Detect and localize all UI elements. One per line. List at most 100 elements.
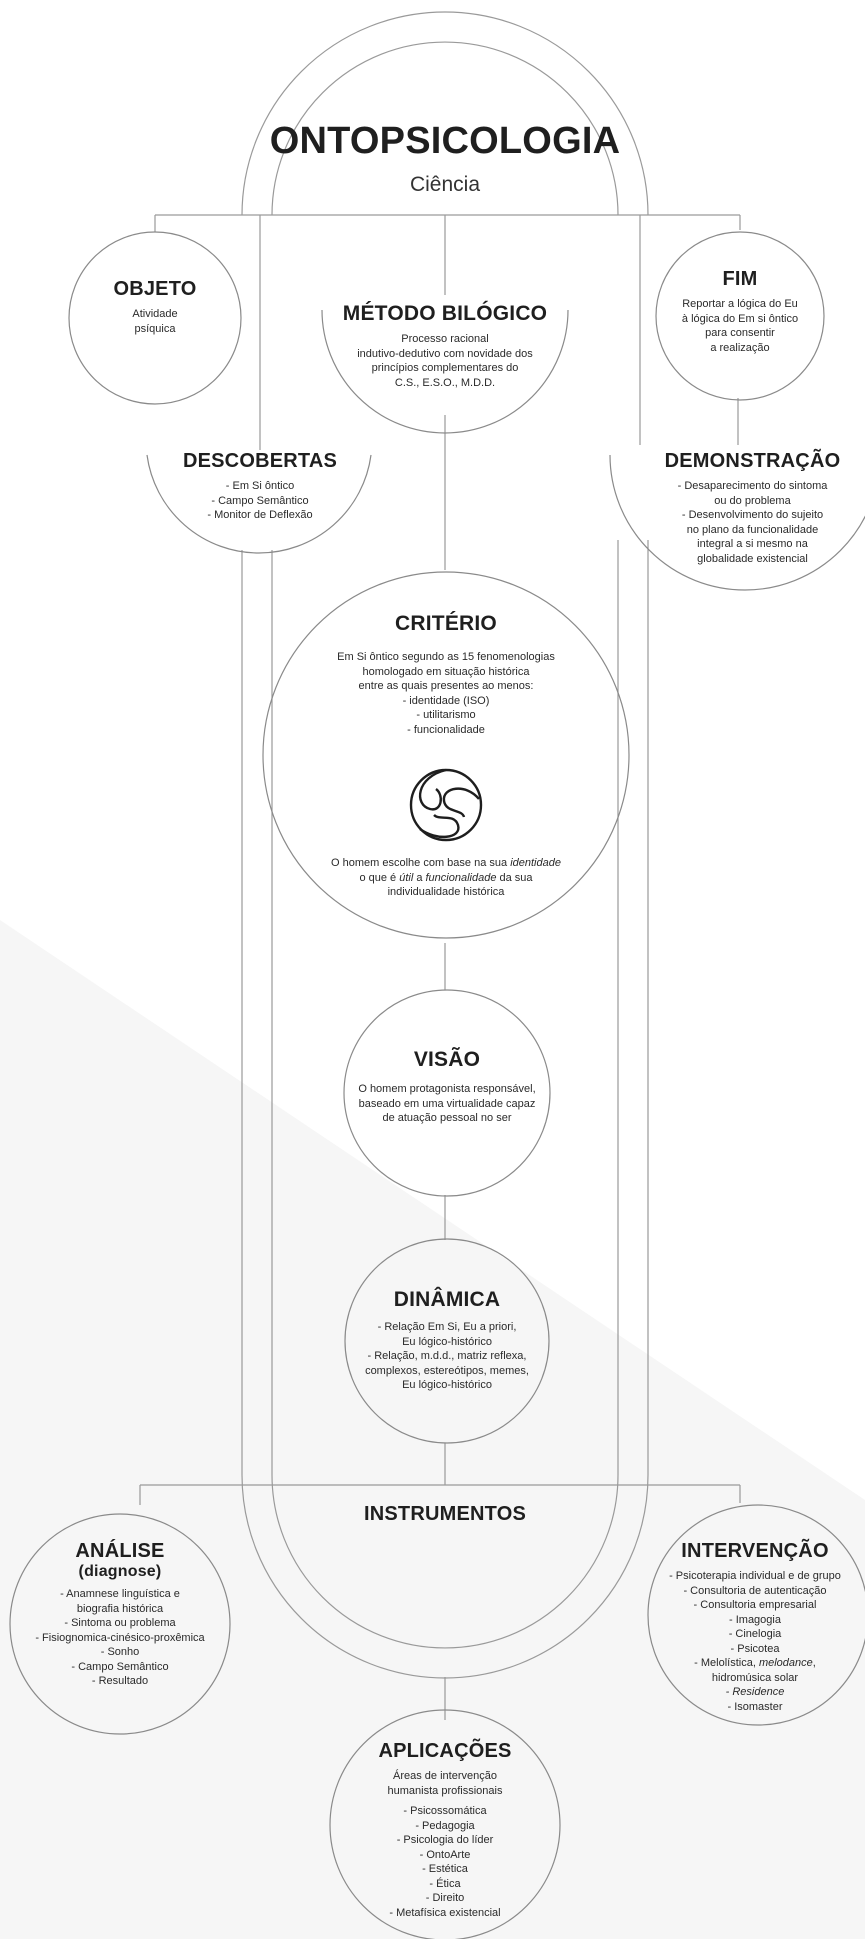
demonstracao-line: ou do problema: [714, 494, 791, 507]
criterio-line: entre as quais presentes ao menos:: [358, 680, 534, 692]
dinamica-line: Eu lógico-histórico: [402, 1335, 492, 1348]
dinamica-node: DINÂMICA - Relação Em Si, Eu a priori, E…: [332, 1288, 562, 1393]
demonstracao-title: DEMONSTRAÇÃO: [664, 450, 841, 472]
aplicacoes-title: APLICAÇÕES: [378, 1740, 512, 1762]
dinamica-line: - Relação, m.d.d., matriz reflexa,: [367, 1350, 527, 1362]
analise-line: - Anamnese linguística e: [60, 1588, 180, 1600]
metodo-arc: [321, 309, 569, 434]
objeto-line: Atividade: [132, 308, 178, 320]
aplicacoes-line: - Ética: [429, 1877, 461, 1890]
visao-node: VISÃO O homem protagonista responsável, …: [327, 1048, 567, 1126]
fim-circle: [655, 231, 825, 401]
analise-line: biografia histórica: [76, 1602, 164, 1615]
fim-line: Reportar a lógica do Eu: [682, 298, 798, 310]
criterio-footer-line: individualidade histórica: [387, 886, 505, 898]
demonstracao-line: integral a si mesmo na: [697, 538, 808, 550]
fim-line: à lógica do Em si ôntico: [681, 312, 799, 325]
top-inner-arch: [271, 41, 619, 216]
top-outer-arch: [241, 11, 649, 216]
criterio-line: Em Si ôntico segundo as 15 fenomenologia…: [337, 651, 555, 663]
aplicacoes-intro: Áreas de intervenção: [393, 1770, 497, 1782]
fim-node: FIM Reportar a lógica do Eu à lógica do …: [660, 268, 820, 355]
intervencao-node: INTERVENÇÃO - Psicoterapia individual e …: [660, 1540, 850, 1714]
aplicacoes-intro: humanista profissionais: [387, 1784, 503, 1797]
metodo-line: Processo racional: [401, 333, 489, 345]
intervencao-line: hidromúsica solar: [711, 1671, 799, 1684]
analise-line: - Sonho: [100, 1646, 140, 1658]
aplicacoes-line: - Estética: [422, 1863, 468, 1875]
descobertas-line: - Campo Semântico: [211, 494, 309, 507]
aplicacoes-line: - Psicossomática: [403, 1805, 487, 1817]
bottom-inner-arch: [271, 1474, 619, 1649]
dinamica-line: - Relação Em Si, Eu a priori,: [377, 1321, 517, 1333]
dinamica-title: DINÂMICA: [393, 1288, 501, 1311]
analise-line: - Campo Semântico: [71, 1660, 169, 1673]
intervencao-circle: [647, 1504, 865, 1726]
visao-line: baseado em uma virtualidade capaz: [358, 1097, 536, 1110]
metodo-line: princípios complementares do: [371, 362, 519, 374]
descobertas-node: DESCOBERTAS - Em Si ôntico - Campo Semân…: [160, 450, 360, 523]
fim-line: a realização: [710, 341, 770, 354]
objeto-line: psíquica: [134, 322, 176, 335]
intervencao-line: - Consultoria de autenticação: [683, 1584, 827, 1597]
fim-line: para consentir: [705, 327, 775, 339]
intervencao-title: INTERVENÇÃO: [681, 1540, 829, 1562]
objeto-node: OBJETO Atividade psíquica: [75, 278, 235, 336]
criterio-circle: [262, 571, 630, 939]
visao-title: VISÃO: [413, 1048, 481, 1071]
metodo-line: indutivo-dedutivo com novidade dos: [357, 347, 533, 360]
criterio-footer: O homem escolhe com base na sua identida…: [296, 856, 596, 900]
intervencao-line: - Melolística, melodance,: [694, 1657, 816, 1669]
analise-line: - Resultado: [91, 1675, 149, 1687]
intervencao-line: - Consultoria empresarial: [693, 1599, 817, 1611]
intervencao-line: - Residence: [725, 1686, 785, 1698]
dinamica-line: Eu lógico-histórico: [402, 1379, 492, 1391]
demonstracao-line: - Desenvolvimento do sujeito: [681, 509, 824, 521]
analise-line: - Sintoma ou problema: [64, 1617, 176, 1629]
criterio-line: homologado em situação histórica: [362, 665, 530, 678]
intervencao-line: - Psicotea: [730, 1642, 780, 1655]
descobertas-line: - Monitor de Deflexão: [207, 509, 313, 521]
metodo-title: MÉTODO BILÓGICO: [342, 302, 548, 325]
analise-node: ANÁLISE (diagnose) - Anamnese linguístic…: [20, 1540, 220, 1689]
criterio-footer-line: O homem escolhe com base na sua identida…: [331, 857, 561, 869]
demonstracao-line: - Desaparecimento do sintoma: [677, 480, 828, 492]
criterio-line: - funcionalidade: [407, 723, 485, 736]
aplicacoes-line: - Pedagogia: [415, 1819, 475, 1832]
aplicacoes-node: APLICAÇÕES Áreas de intervenção humanist…: [345, 1740, 545, 1920]
demonstracao-line: globalidade existencial: [697, 552, 808, 565]
em-si-ontico-symbol-icon: [406, 765, 486, 845]
descobertas-arc: [146, 454, 372, 554]
criterio-line: - identidade (ISO): [402, 694, 490, 707]
fim-title: FIM: [722, 268, 758, 290]
visao-line: de atuação pessoal no ser: [382, 1112, 512, 1124]
intervencao-line: - Cinelogia: [728, 1628, 782, 1640]
criterio-title: CRITÉRIO: [395, 612, 497, 635]
intervencao-line: - Psicoterapia individual e de grupo: [669, 1570, 841, 1582]
instrumentos-title: INSTRUMENTOS: [363, 1503, 527, 1525]
aplicacoes-line: - Metafísica existencial: [389, 1906, 501, 1919]
analise-title: ANÁLISE: [75, 1540, 165, 1562]
intervencao-line: - Imagogia: [729, 1613, 781, 1626]
analise-subtitle: (diagnose): [78, 1563, 162, 1580]
objeto-circle: [68, 231, 242, 405]
descobertas-line: - Em Si ôntico: [225, 480, 295, 492]
analise-line: - Fisiognomica-cinésico-proxêmica: [35, 1631, 205, 1644]
analise-circle: [9, 1513, 231, 1735]
criterio-node: CRITÉRIO Em Si ôntico segundo as 15 feno…: [296, 612, 596, 737]
objeto-title: OBJETO: [113, 278, 197, 300]
demonstracao-line: no plano da funcionalidade: [686, 523, 819, 536]
metodo-line: C.S., E.S.O., M.D.D.: [394, 376, 496, 389]
aplicacoes-line: - OntoArte: [419, 1848, 471, 1861]
demonstracao-node: DEMONSTRAÇÃO - Desaparecimento do sintom…: [640, 450, 865, 566]
aplicacoes-circle: [329, 1709, 561, 1939]
descobertas-title: DESCOBERTAS: [182, 450, 338, 472]
intervencao-line: - Isomaster: [727, 1700, 783, 1713]
metodo-node: MÉTODO BILÓGICO Processo racional induti…: [305, 302, 585, 390]
page-subtitle: Ciência: [409, 173, 481, 196]
aplicacoes-line: - Direito: [425, 1892, 465, 1904]
dinamica-circle: [344, 1238, 550, 1444]
